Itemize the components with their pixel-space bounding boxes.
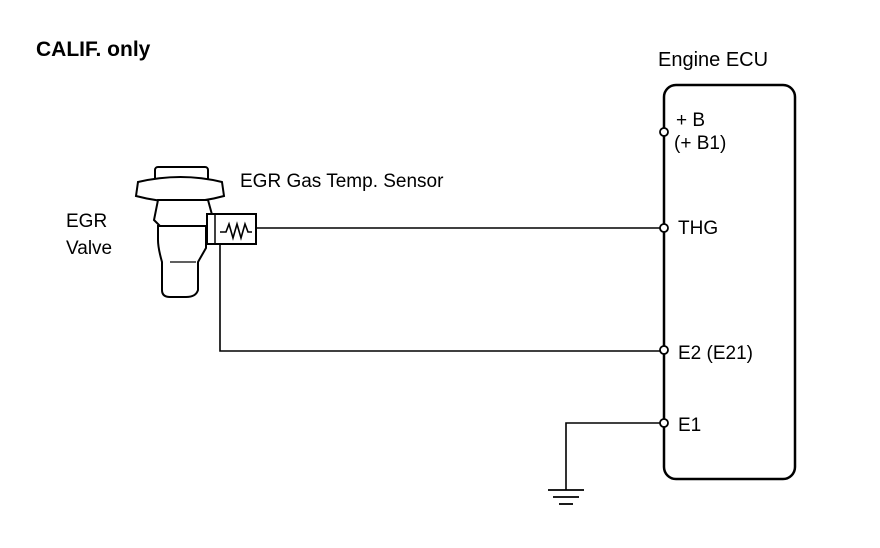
- terminal-e1-connector: [659, 418, 669, 428]
- terminal-plus-b-connector: [659, 127, 669, 137]
- engine-ecu-box: [662, 83, 797, 481]
- terminal-plus-b-label: + B: [676, 110, 705, 131]
- egr-valve-icon: [134, 166, 226, 298]
- terminal-thg-connector: [659, 223, 669, 233]
- calif-only-note: CALIF. only: [36, 38, 151, 61]
- terminal-thg-label: THG: [678, 218, 718, 239]
- sensor-label: EGR Gas Temp. Sensor: [240, 171, 444, 192]
- valve-label-line2: Valve: [66, 238, 112, 259]
- wire-e2: [219, 244, 660, 352]
- terminal-e2-connector: [659, 345, 669, 355]
- ecu-title: Engine ECU: [658, 49, 768, 71]
- terminal-e2-label: E2 (E21): [678, 343, 753, 364]
- ground-icon: [548, 489, 584, 505]
- wire-e1-ground: [565, 422, 660, 490]
- egr-gas-temp-sensor-icon: [206, 213, 257, 245]
- terminal-plus-b1-label: (+ B1): [674, 133, 726, 154]
- valve-label-line1: EGR: [66, 211, 107, 232]
- terminal-e1-label: E1: [678, 415, 701, 436]
